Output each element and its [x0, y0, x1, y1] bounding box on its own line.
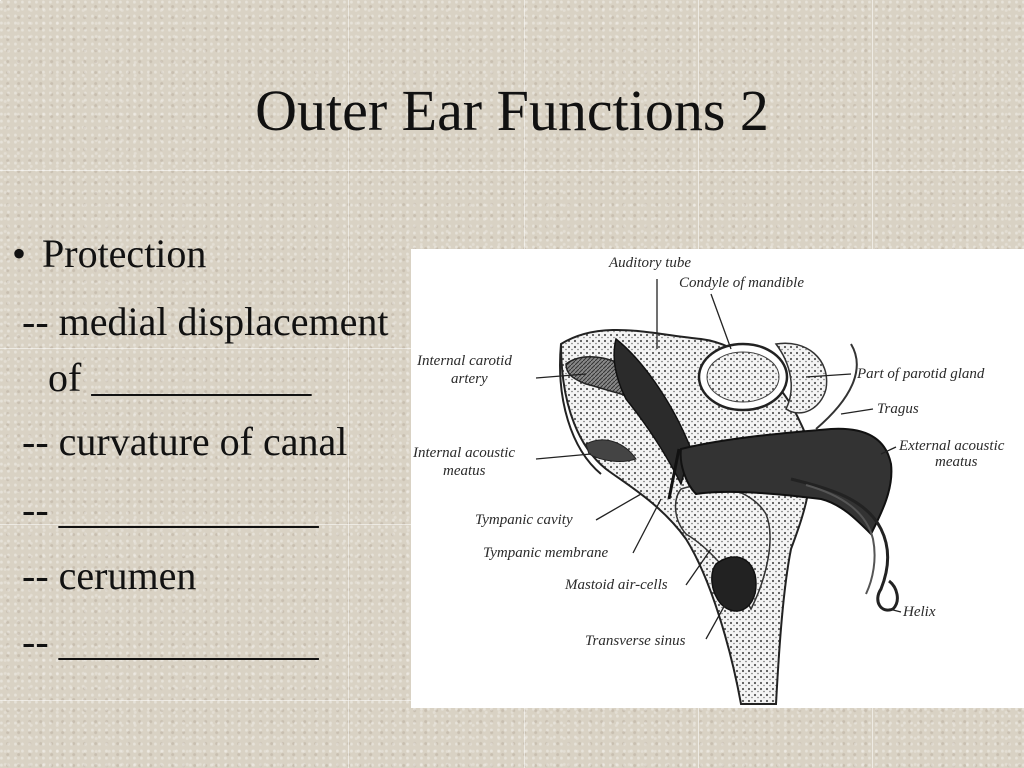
label-internal-carotid: Internal carotid	[417, 353, 512, 369]
label-external-acoustic-cont: meatus	[935, 454, 978, 470]
label-auditory-tube: Auditory tube	[609, 255, 692, 271]
slide-title: Outer Ear Functions 2	[255, 78, 769, 143]
ear-cross-section-drawing	[535, 279, 902, 705]
ear-anatomy-diagram: Auditory tube Condyle of mandible Intern…	[411, 249, 1024, 708]
bullet-dot-icon: •	[12, 231, 27, 276]
bullet-text: Protection	[42, 231, 207, 276]
label-tympanic-membrane: Tympanic membrane	[483, 545, 609, 561]
background-seam	[0, 170, 1024, 171]
label-transverse-sinus: Transverse sinus	[585, 633, 686, 649]
sub-line-3: -- curvature of canal	[22, 419, 348, 464]
sub-line-6: -- _____________	[22, 619, 319, 664]
label-internal-acoustic-cont: meatus	[443, 463, 486, 479]
bullet-item: • Protection	[12, 232, 206, 276]
sub-line-4: -- _____________	[22, 487, 319, 532]
label-internal-carotid-cont: artery	[451, 371, 488, 387]
label-parotid-gland: Part of parotid gland	[857, 366, 985, 382]
sub-line-2: of ___________	[48, 355, 312, 400]
label-external-acoustic: External acoustic	[899, 438, 1005, 454]
sub-line-5: -- cerumen	[22, 553, 197, 598]
label-internal-acoustic: Internal acoustic	[413, 445, 516, 461]
label-tragus: Tragus	[877, 401, 919, 417]
sub-line-1: -- medial displacement	[22, 299, 389, 344]
background-seam	[348, 0, 349, 768]
label-helix: Helix	[903, 604, 936, 620]
label-condyle-of-mandible: Condyle of mandible	[679, 275, 804, 291]
label-tympanic-cavity: Tympanic cavity	[475, 512, 573, 528]
label-mastoid-air-cells: Mastoid air-cells	[565, 577, 668, 593]
